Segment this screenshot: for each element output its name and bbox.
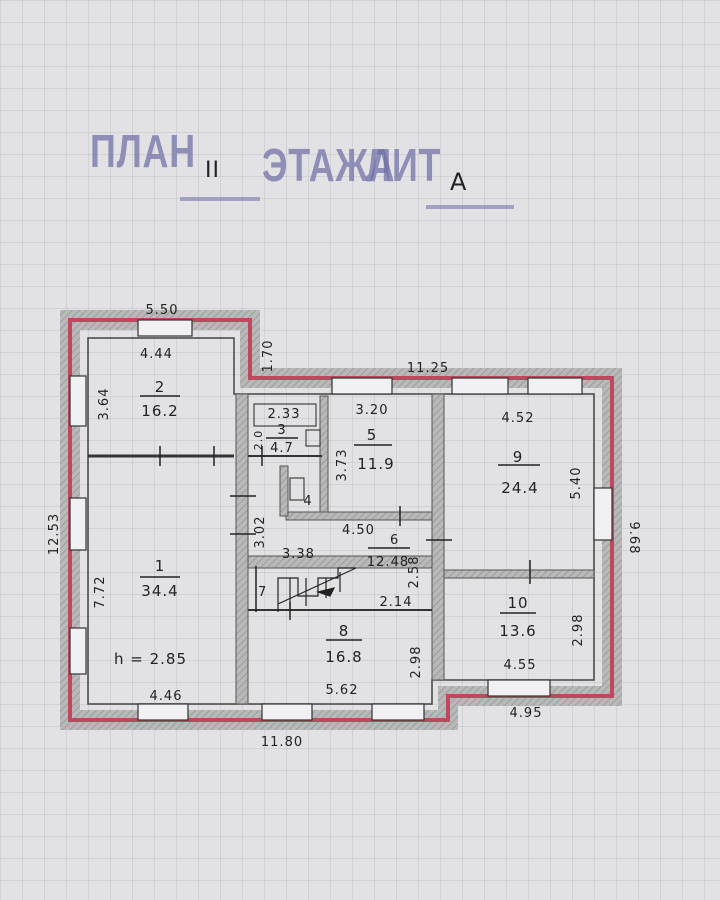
room-2-area: 16.2 <box>141 402 178 420</box>
window <box>593 487 613 541</box>
room-fraction-lines <box>140 395 540 641</box>
bath-fixtures <box>253 403 321 501</box>
stamp-lit: ЛИТ <box>366 139 442 191</box>
dim-bottom-right: 4.95 <box>510 706 543 721</box>
room-9-depth: 5.40 <box>569 467 584 500</box>
dim-bottom-mid: 11.80 <box>261 735 303 750</box>
room-8-number: 8 <box>339 622 350 640</box>
room-3-bath-width: 2.33 <box>268 407 301 422</box>
outer-wall-inner-edge <box>87 337 595 705</box>
dim-top-left: 5.50 <box>146 303 179 318</box>
room-8-area: 16.8 <box>325 648 362 666</box>
room-3-area: 4.7 <box>270 441 294 456</box>
room-3-number: 3 <box>277 423 286 438</box>
room-8-depth: 2.98 <box>409 646 424 679</box>
room-3-depth: 2.0 <box>252 430 265 451</box>
dim-right: 9.68 <box>626 522 641 555</box>
stamp-underline-2 <box>426 205 514 209</box>
window <box>371 703 425 721</box>
window <box>69 497 87 551</box>
room-9-area: 24.4 <box>501 479 538 497</box>
window <box>487 679 551 697</box>
door-marks <box>159 446 531 620</box>
room-9-number: 9 <box>513 448 524 466</box>
sink <box>289 477 305 501</box>
interior-walls <box>235 393 595 705</box>
room-6-inner-depth: 3.02 <box>253 516 268 549</box>
room-6-area: 12.48 <box>367 555 409 570</box>
room-5-area: 11.9 <box>357 455 394 473</box>
dim-step: 1.70 <box>261 340 276 373</box>
room-6-depth: 2.58 <box>407 556 422 589</box>
stamp-floor: II <box>205 158 220 183</box>
dim-left: 12.53 <box>47 513 62 555</box>
staircase <box>277 567 357 612</box>
windows <box>69 319 613 721</box>
outer-wall-red-edge <box>68 318 614 722</box>
stamp-etazha: ЭТАЖА <box>262 139 396 191</box>
window <box>331 377 393 395</box>
room-9-width: 4.52 <box>502 411 535 426</box>
room-1-area: 34.4 <box>141 582 178 600</box>
window <box>69 627 87 675</box>
room-1-height-note: h = 2.85 <box>114 650 187 668</box>
toilet <box>305 429 321 447</box>
room-10-depth: 2.98 <box>571 614 586 647</box>
room-5-number: 5 <box>367 426 378 444</box>
room-10-number: 10 <box>507 594 528 612</box>
room-2-depth: 3.64 <box>97 388 112 421</box>
room-6-number: 6 <box>390 533 399 548</box>
room-6-width: 4.50 <box>342 523 375 538</box>
stamp-underline <box>180 197 260 201</box>
room-10-area: 13.6 <box>499 622 536 640</box>
window <box>137 319 193 337</box>
room-5-depth: 3.73 <box>335 449 350 482</box>
room-2-width: 4.44 <box>140 347 173 362</box>
room-10-width: 4.55 <box>504 658 537 673</box>
room-5-width: 3.20 <box>356 403 389 418</box>
window <box>527 377 583 395</box>
stamp-letter: А <box>450 168 468 196</box>
room-4-number: 4 <box>303 494 312 509</box>
bathtub <box>253 403 317 427</box>
room-2-number: 2 <box>155 378 166 396</box>
room-1-width: 4.46 <box>150 689 183 704</box>
room-8-width: 5.62 <box>326 683 359 698</box>
room-1-number: 1 <box>155 557 166 575</box>
window <box>451 377 509 395</box>
room-6-inner-width: 3.38 <box>282 547 315 562</box>
window <box>137 703 189 721</box>
room-6-stair-width: 2.14 <box>380 595 413 610</box>
room-7-number: 7 <box>258 585 267 600</box>
window <box>69 375 87 427</box>
stamp-plan: ПЛАН <box>90 125 196 177</box>
dim-top-right: 11.25 <box>407 361 449 376</box>
window <box>261 703 313 721</box>
room-1-depth: 7.72 <box>93 576 108 609</box>
